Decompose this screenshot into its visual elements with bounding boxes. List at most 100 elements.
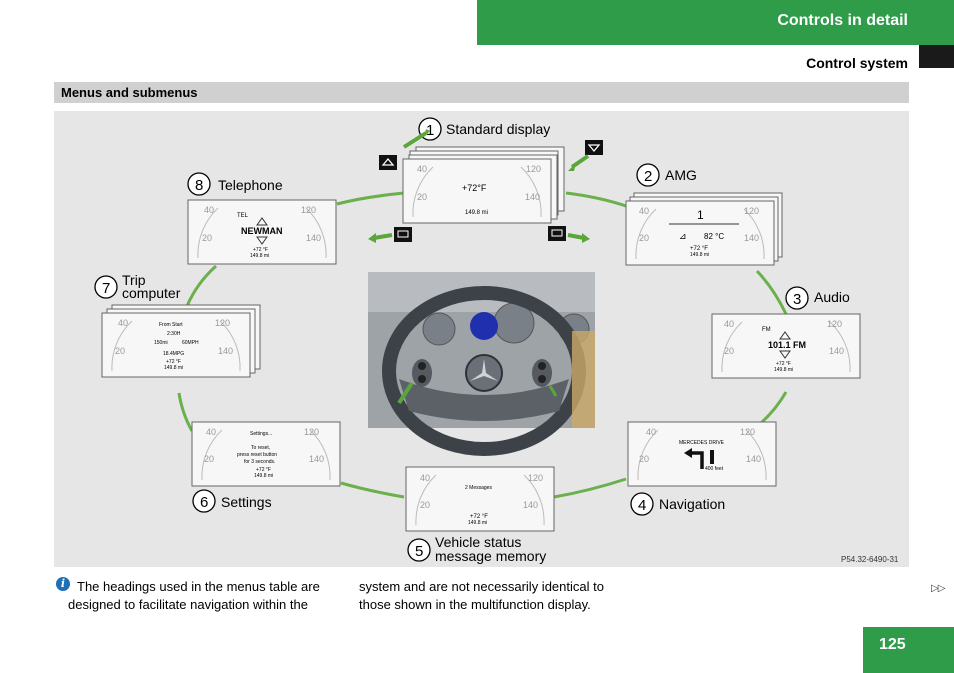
section-subtitle: Control system	[806, 55, 908, 71]
scale-label: 120	[304, 427, 319, 437]
screen-text: 149.8 mi	[465, 210, 488, 216]
oil-temp-icon: ⊿	[679, 231, 687, 241]
menu-label-settings: Settings	[221, 494, 272, 510]
screen-text: 149.8 mi	[164, 365, 183, 371]
menu-number-4-text: 4	[638, 497, 646, 514]
menu-label-vehicle-status: Vehicle status	[435, 534, 521, 550]
menu-diagram: 40 20 120 140 +72°F 149.8 mi 1 Standard …	[54, 111, 909, 567]
screen-audio: 40 20 120 140 FM 101.1 FM +72 °F 149.8 m…	[711, 313, 861, 379]
menu-number-1-text: 1	[426, 122, 434, 139]
scale-label: 40	[118, 318, 128, 328]
screen-text: +72 °F	[690, 246, 708, 252]
screen-text: From Start	[159, 322, 183, 328]
scale-label: 40	[639, 206, 649, 216]
menu-number-2-text: 2	[644, 168, 652, 185]
scale-label: 140	[525, 192, 540, 202]
screen-text: FM	[762, 327, 771, 333]
screen-trip-computer: 40 20 120 140 From Start 2:30H 150mi 60M…	[101, 304, 261, 378]
screen-text: +72 °F	[256, 467, 271, 473]
scale-label: 120	[827, 319, 842, 329]
scale-label: 140	[829, 346, 844, 356]
page-number: 125	[879, 636, 906, 653]
down-arrow-icon	[256, 236, 268, 245]
screen-telephone: 40 20 120 140 TEL NEWMAN +72 °F 149.8 mi	[187, 199, 337, 265]
menu-label-standard-display: Standard display	[446, 121, 550, 137]
scale-label: 40	[204, 205, 214, 215]
menu-number-8-text: 8	[195, 177, 203, 194]
menu-number-2	[636, 163, 660, 187]
scale-label: 20	[204, 454, 214, 464]
scale-label: 120	[215, 318, 230, 328]
scale-label: 120	[528, 473, 543, 483]
screen-text: NEWMAN	[241, 226, 283, 236]
screen-text: MERCEDES DRIVE	[679, 440, 725, 446]
menu-label-telephone: Telephone	[218, 177, 283, 193]
arrow-up-button-icon	[379, 129, 430, 170]
arrow-down-button-icon	[568, 140, 603, 171]
screen-text: 82 °C	[704, 232, 724, 241]
screen-text: +72 °F	[776, 361, 791, 367]
menu-number-5	[407, 538, 431, 562]
scale-label: 40	[206, 427, 216, 437]
menu-number-6-text: 6	[200, 494, 208, 511]
screen-text: +72 °F	[166, 359, 181, 365]
section-title: Menus and submenus	[61, 85, 198, 100]
scale-label: 40	[417, 164, 427, 174]
screen-navigation: 40 20 120 140 MERCEDES DRIVE 400 feet	[627, 421, 777, 487]
screen-text: 149.8 mi	[254, 473, 273, 479]
screen-text: 2:30H	[167, 331, 181, 337]
screen-text: Settings...	[250, 431, 272, 437]
screen-text: +72 °F	[470, 514, 488, 520]
scale-label: 120	[740, 427, 755, 437]
scale-label: 20	[639, 454, 649, 464]
page-number-box: 125	[863, 627, 954, 673]
turn-left-arrow-icon	[688, 451, 704, 469]
note-text-column-1: The headings used in the menus table are…	[68, 579, 320, 612]
screen-text: 60MPH	[182, 340, 199, 346]
screen-text: +72 °F	[253, 247, 268, 253]
menu-number-3-text: 3	[793, 291, 801, 308]
menu-number-3	[785, 286, 809, 310]
screen-text: TEL	[237, 213, 249, 219]
screen-text: 149.8 mi	[774, 367, 793, 373]
scale-label: 120	[301, 205, 316, 215]
screen-amg: 40 20 120 140 1 ⊿ 82 °C +72 °F 149.8 mi	[625, 192, 783, 266]
screen-text: 1	[697, 208, 704, 222]
page-forward-button-icon	[548, 226, 590, 243]
scale-label: 20	[202, 233, 212, 243]
menu-number-6	[192, 489, 216, 513]
scale-label: 140	[306, 233, 321, 243]
scale-label: 140	[218, 346, 233, 356]
continued-arrow-icon: ▷▷	[931, 583, 945, 594]
up-arrow-icon	[779, 331, 791, 340]
distance-bar-icon	[710, 450, 714, 464]
scale-label: 120	[744, 206, 759, 216]
scale-label: 20	[115, 346, 125, 356]
info-icon: i	[56, 577, 70, 591]
note-text-column-2: system and are not necessarily identical…	[359, 579, 604, 612]
menu-number-7	[94, 275, 118, 299]
screen-vehicle-status: 40 20 120 140 2 Messages +72 °F 149.8 mi	[405, 466, 555, 532]
scale-label: 140	[746, 454, 761, 464]
scale-label: 40	[420, 473, 430, 483]
thumb-tab	[919, 45, 954, 68]
scale-label: 140	[523, 500, 538, 510]
up-arrow-icon	[256, 217, 268, 226]
screen-text: To reset,	[251, 445, 270, 451]
menu-label-navigation: Navigation	[659, 496, 725, 512]
scale-label: 140	[744, 233, 759, 243]
scale-label: 20	[420, 500, 430, 510]
screen-settings: 40 20 120 140 Settings... To reset, pres…	[191, 421, 341, 487]
page-back-button-icon	[368, 227, 412, 243]
screen-text: 149.8 mi	[250, 253, 269, 259]
scale-label: 20	[724, 346, 734, 356]
menu-cycle-ring	[177, 191, 788, 499]
section-bar: Menus and submenus	[54, 82, 909, 103]
scale-label: 20	[417, 192, 427, 202]
scale-label: 140	[309, 454, 324, 464]
screen-text: 101.1 FM	[768, 340, 806, 350]
menu-label-audio: Audio	[814, 289, 850, 305]
screen-text: 400 feet	[705, 466, 724, 472]
menu-number-5-text: 5	[415, 543, 423, 560]
screen-text: 149.8 mi	[468, 520, 487, 526]
